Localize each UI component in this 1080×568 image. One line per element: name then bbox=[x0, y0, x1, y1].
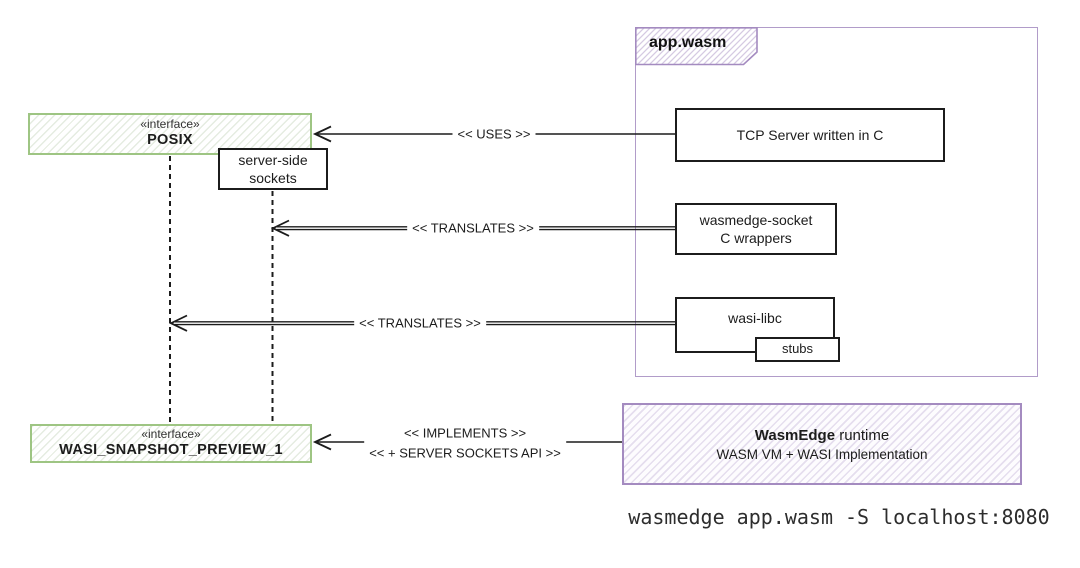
node-wasmedge-socket: wasmedge-socket C wrappers bbox=[675, 203, 837, 255]
tcp-server-label: TCP Server written in C bbox=[736, 126, 884, 143]
implements-label-line1: << IMPLEMENTS >> bbox=[403, 425, 527, 441]
node-tcp-server: TCP Server written in C bbox=[675, 108, 945, 162]
server-side-sockets-line1: server-side bbox=[238, 151, 308, 168]
wasmedge-socket-line2: C wrappers bbox=[720, 230, 792, 246]
wasmedge-socket-line1: wasmedge-socket bbox=[699, 211, 813, 228]
translates-sockets-arrowhead bbox=[270, 219, 290, 237]
node-stubs: stubs bbox=[755, 337, 840, 362]
uses-label: << USES >> bbox=[452, 124, 536, 144]
package-tab bbox=[634, 26, 758, 66]
implements-label: << IMPLEMENTS >> << + SERVER SOCKETS API… bbox=[364, 423, 566, 463]
posix-name: POSIX bbox=[147, 132, 193, 149]
translates-posix-label: << TRANSLATES >> bbox=[354, 313, 486, 333]
implements-arrowhead bbox=[312, 433, 332, 451]
wasi-libc-label: wasi-libc bbox=[728, 309, 782, 326]
package-tab-label: app.wasm bbox=[649, 34, 727, 51]
node-wasi-snapshot-preview-1: «interface» WASI_SNAPSHOT_PREVIEW_1 bbox=[30, 424, 312, 463]
wasi-name: WASI_SNAPSHOT_PREVIEW_1 bbox=[59, 441, 283, 458]
node-wasmedge-runtime: WasmEdge runtime WASM VM + WASI Implemen… bbox=[622, 403, 1022, 485]
node-server-side-sockets: server-side sockets bbox=[218, 148, 328, 190]
uses-arrowhead bbox=[312, 125, 332, 143]
translates-posix-arrowhead bbox=[168, 314, 188, 332]
implements-label-line2: << + SERVER SOCKETS API >> bbox=[369, 445, 561, 460]
wasmedge-runtime-title: WasmEdge runtime bbox=[755, 427, 889, 444]
server-side-sockets-line2: sockets bbox=[249, 170, 297, 186]
wasi-stereotype: «interface» bbox=[141, 426, 201, 441]
wasmedge-runtime-title-bold: WasmEdge bbox=[754, 426, 836, 444]
posix-stereotype: «interface» bbox=[140, 117, 200, 132]
wasmedge-runtime-subtitle: WASM VM + WASI Implementation bbox=[716, 446, 928, 462]
stubs-label: stubs bbox=[781, 341, 814, 357]
translates-sockets-label: << TRANSLATES >> bbox=[407, 218, 539, 238]
wasmedge-runtime-title-rest: runtime bbox=[835, 426, 890, 444]
command-line-text: wasmedge app.wasm -S localhost:8080 bbox=[628, 505, 1050, 529]
